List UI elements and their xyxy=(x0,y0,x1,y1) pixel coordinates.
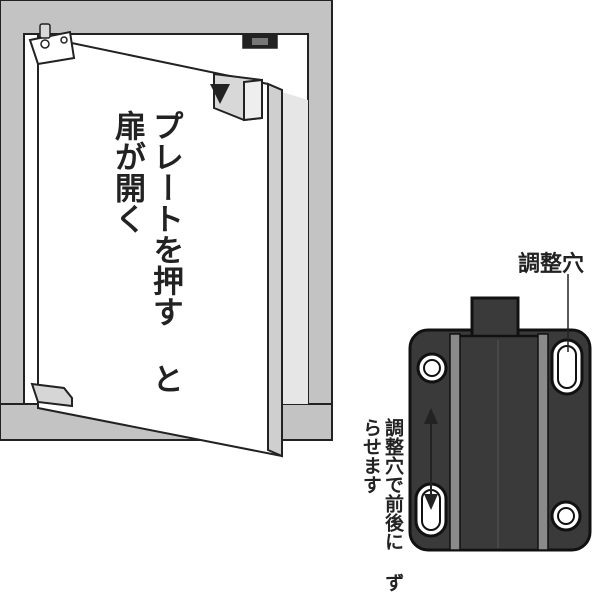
cabinet-shadow xyxy=(282,92,308,404)
door-caption-line-1: プレートを押す xyxy=(147,110,183,327)
slot-caption: 調整穴で前後に ずらせます xyxy=(360,418,404,608)
hinge-bottom xyxy=(30,382,73,408)
hinge-top xyxy=(28,23,76,66)
latch-detail xyxy=(408,296,592,552)
door-caption-line-2: と扉が開く xyxy=(109,110,183,394)
mounting-hole-right-bottom xyxy=(550,500,582,532)
latch-unit-top xyxy=(242,33,278,49)
hole-label: 調整穴 xyxy=(518,252,585,277)
slot-caption-line-1: 調整穴で前後に xyxy=(382,418,404,551)
adjust-arrow-icon xyxy=(424,408,438,510)
door-caption: プレートを押す と扉が開く xyxy=(108,110,184,410)
push-plate xyxy=(213,72,263,122)
cabinet-door xyxy=(37,34,283,458)
mounting-hole-left-top xyxy=(416,352,448,384)
push-arrow-icon xyxy=(210,84,230,104)
slot-caption-line-2: ずらせます xyxy=(360,418,404,592)
adjustment-slot-right xyxy=(550,338,584,396)
